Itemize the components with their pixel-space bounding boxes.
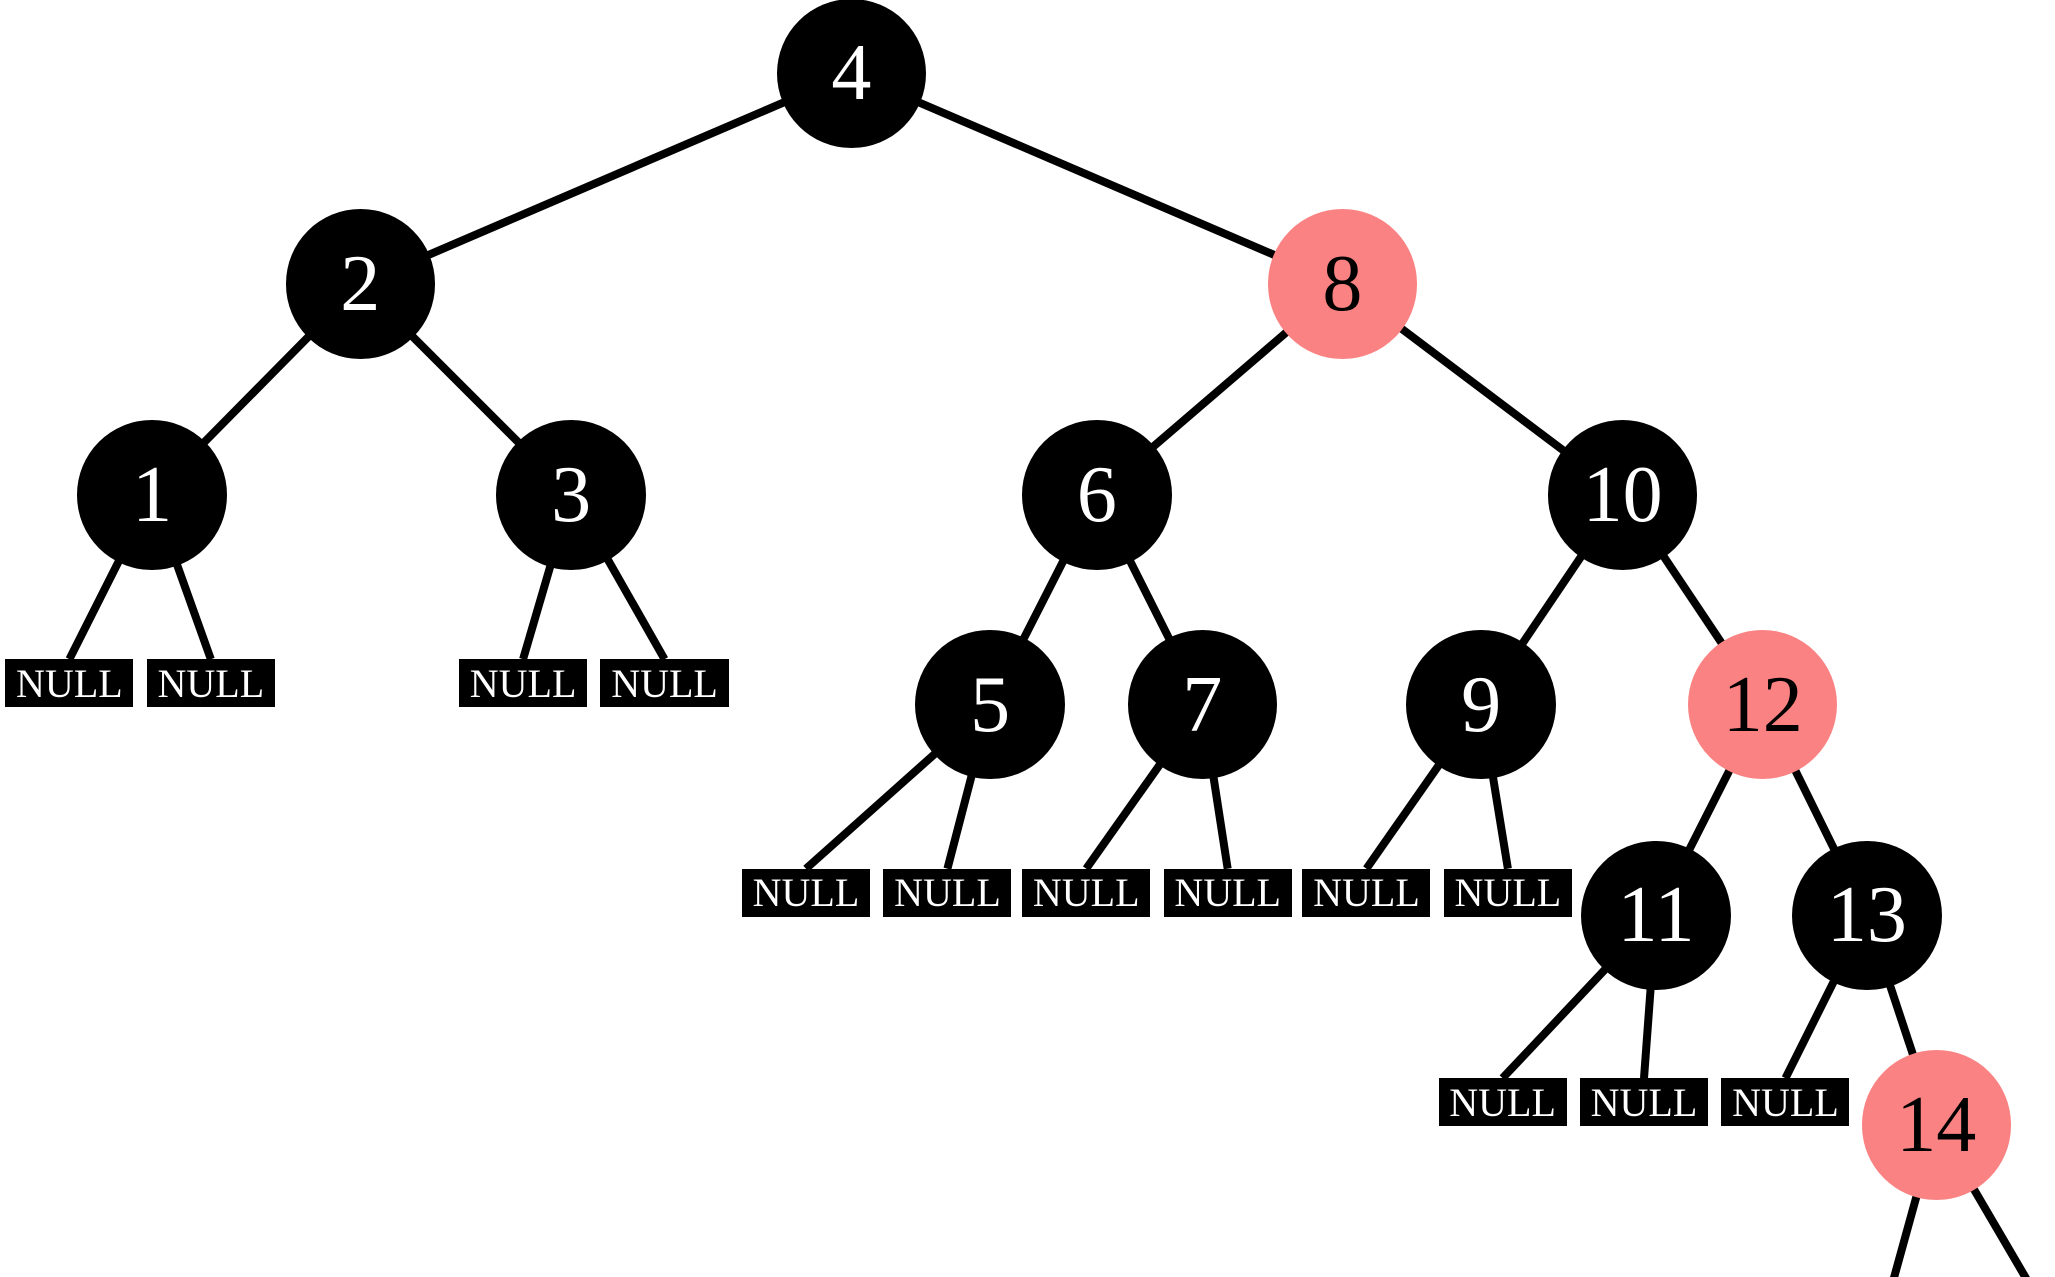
tree-node-label: 8: [1322, 240, 1363, 329]
tree-node-3[interactable]: 3: [496, 420, 646, 570]
null-leaf-label: NULL: [894, 870, 1001, 916]
null-leaf-label: NULL: [1313, 870, 1420, 916]
null-leaf-box: NULL: [600, 659, 729, 708]
tree-node-13[interactable]: 13: [1792, 840, 1942, 991]
tree-node-label: 1: [132, 451, 173, 540]
tree-node-label: 9: [1461, 660, 1502, 749]
null-leaf-label: NULL: [16, 660, 123, 706]
null-leaf-label: NULL: [1454, 870, 1562, 916]
tree-node-label: 4: [831, 29, 872, 118]
null-leaf-box: NULL: [5, 659, 134, 708]
tree-node-7[interactable]: 7: [1127, 629, 1278, 780]
null-leaf-box: NULL: [741, 868, 871, 917]
null-leaf-label: NULL: [1732, 1079, 1839, 1125]
null-leaf-box: NULL: [1721, 1078, 1850, 1127]
tree-node-label: 11: [1617, 871, 1695, 960]
tree-node-label: 7: [1182, 660, 1223, 749]
tree-node-2[interactable]: 2: [285, 209, 436, 359]
null-leaf-label: NULL: [157, 660, 265, 706]
tree-node-10[interactable]: 10: [1547, 420, 1698, 570]
tree-node-label: 3: [551, 451, 592, 540]
tree-node-label: 12: [1722, 660, 1803, 749]
tree-node-9[interactable]: 9: [1406, 629, 1556, 780]
null-leaf-label: NULL: [1174, 870, 1281, 916]
null-leaf-label: NULL: [1590, 1079, 1698, 1125]
null-leaf-box: NULL: [1438, 1078, 1567, 1127]
tree-node-label: 13: [1826, 871, 1907, 960]
null-leaf-box: NULL: [1302, 868, 1431, 917]
tree-node-8[interactable]: 8: [1267, 209, 1418, 359]
tree-node-12[interactable]: 12: [1688, 629, 1838, 780]
null-leaf-label: NULL: [1449, 1079, 1556, 1125]
tree-node-label: 6: [1076, 451, 1117, 540]
tree-node-14[interactable]: 14: [1861, 1050, 2011, 1200]
tree-node-label: 14: [1896, 1080, 1977, 1169]
tree-node-4[interactable]: 4: [776, 0, 927, 149]
null-leaf-box: NULL: [883, 868, 1012, 917]
null-leaf-box: NULL: [1579, 1078, 1709, 1127]
tree-node-5[interactable]: 5: [915, 629, 1065, 780]
tree-node-11[interactable]: 11: [1581, 840, 1731, 991]
null-leaf-box: NULL: [1022, 868, 1151, 917]
null-leaf-label: NULL: [1032, 870, 1140, 916]
null-leaf-box: NULL: [146, 659, 275, 708]
tree-node-label: 5: [970, 660, 1011, 749]
null-leaf-box: NULL: [1163, 868, 1292, 917]
null-leaf-label: NULL: [469, 660, 577, 706]
null-leaf-box: NULL: [459, 659, 588, 708]
tree-node-label: 2: [340, 240, 381, 329]
tree-node-6[interactable]: 6: [1022, 420, 1172, 570]
null-leaf-label: NULL: [752, 870, 860, 916]
null-leaf-box: NULL: [1443, 868, 1572, 917]
tree-node-label: 10: [1582, 451, 1663, 540]
tree-node-1[interactable]: 1: [77, 420, 227, 570]
null-leaf-label: NULL: [611, 660, 718, 706]
